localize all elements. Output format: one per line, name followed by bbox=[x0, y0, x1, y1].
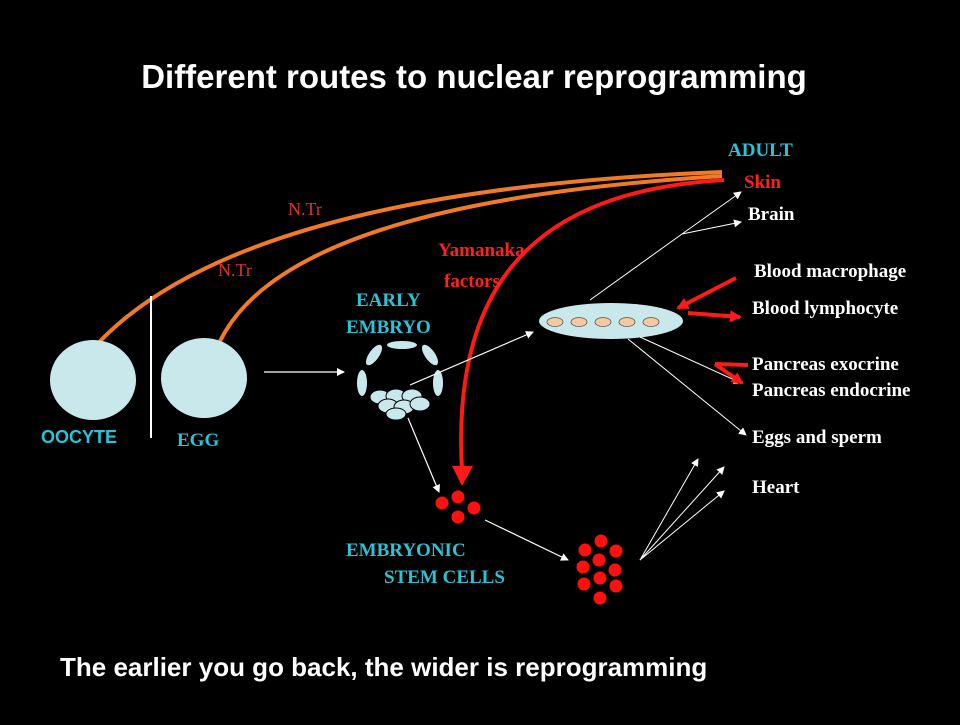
endocrine-red-arrow bbox=[713, 362, 744, 385]
esc-cluster-large bbox=[576, 534, 623, 605]
egg-label: EGG bbox=[177, 430, 219, 451]
yamanaka-label-1: Yamanaka bbox=[438, 240, 525, 261]
arrow-to-pancreas bbox=[639, 336, 742, 384]
yamanaka-label-2: factors bbox=[444, 271, 500, 292]
embryo-to-esc-arrow bbox=[407, 417, 440, 493]
esc-expansion-arrow bbox=[484, 519, 569, 561]
oocyte-label: OOCYTE bbox=[41, 427, 117, 447]
ntr-label-lower: N.Tr bbox=[218, 260, 252, 280]
tissue-eggs-and-sperm: Eggs and sperm bbox=[752, 427, 882, 448]
oocyte-cell bbox=[50, 340, 136, 420]
ntr-arrow-to-egg bbox=[208, 174, 723, 371]
early-embryo-label-1: EARLY bbox=[356, 290, 421, 311]
tissue-blood-macrophage: Blood macrophage bbox=[754, 261, 906, 282]
ntr-arrow-to-oocyte bbox=[80, 170, 723, 364]
embryo-to-layer-arrow bbox=[409, 331, 534, 386]
skin-label: Skin bbox=[744, 172, 781, 193]
tissue-pancreas-exocrine: Pancreas exocrine bbox=[752, 354, 899, 375]
esc-label-2: STEM CELLS bbox=[384, 567, 505, 588]
ntr-label-upper: N.Tr bbox=[288, 199, 322, 219]
colony-arrow-1 bbox=[639, 458, 699, 561]
macrophage-red-arrow bbox=[676, 276, 737, 310]
exocrine-red-line bbox=[714, 362, 749, 367]
tissue-heart: Heart bbox=[752, 477, 800, 498]
tissue-pancreas-endocrine: Pancreas endocrine bbox=[752, 380, 911, 401]
differentiating-cell-layer bbox=[539, 303, 683, 339]
colony-arrow-3 bbox=[639, 490, 725, 561]
arrow-to-gametes bbox=[627, 338, 747, 436]
yamanaka-arrowhead bbox=[452, 466, 473, 486]
egg-cell bbox=[161, 338, 247, 418]
early-embryo-label-2: EMBRYO bbox=[346, 317, 431, 338]
yamanaka-arrow bbox=[459, 178, 725, 471]
arrow-to-skin bbox=[681, 191, 742, 235]
early-embryo bbox=[357, 341, 443, 421]
colony-arrow-2 bbox=[639, 466, 725, 561]
slide-title: Different routes to nuclear reprogrammin… bbox=[141, 58, 807, 95]
esc-label-1: EMBRYONIC bbox=[346, 540, 466, 561]
adult-label: ADULT bbox=[728, 140, 793, 161]
arrow-to-brain bbox=[681, 219, 742, 235]
tissue-brain: Brain bbox=[748, 204, 795, 225]
lymphocyte-red-arrow bbox=[687, 310, 742, 323]
esc-cluster-small bbox=[435, 490, 481, 524]
footer-caption: The earlier you go back, the wider is re… bbox=[60, 652, 707, 682]
tissue-blood-lymphocyte: Blood lymphocyte bbox=[752, 298, 898, 319]
layer-to-branch-line bbox=[589, 233, 683, 301]
